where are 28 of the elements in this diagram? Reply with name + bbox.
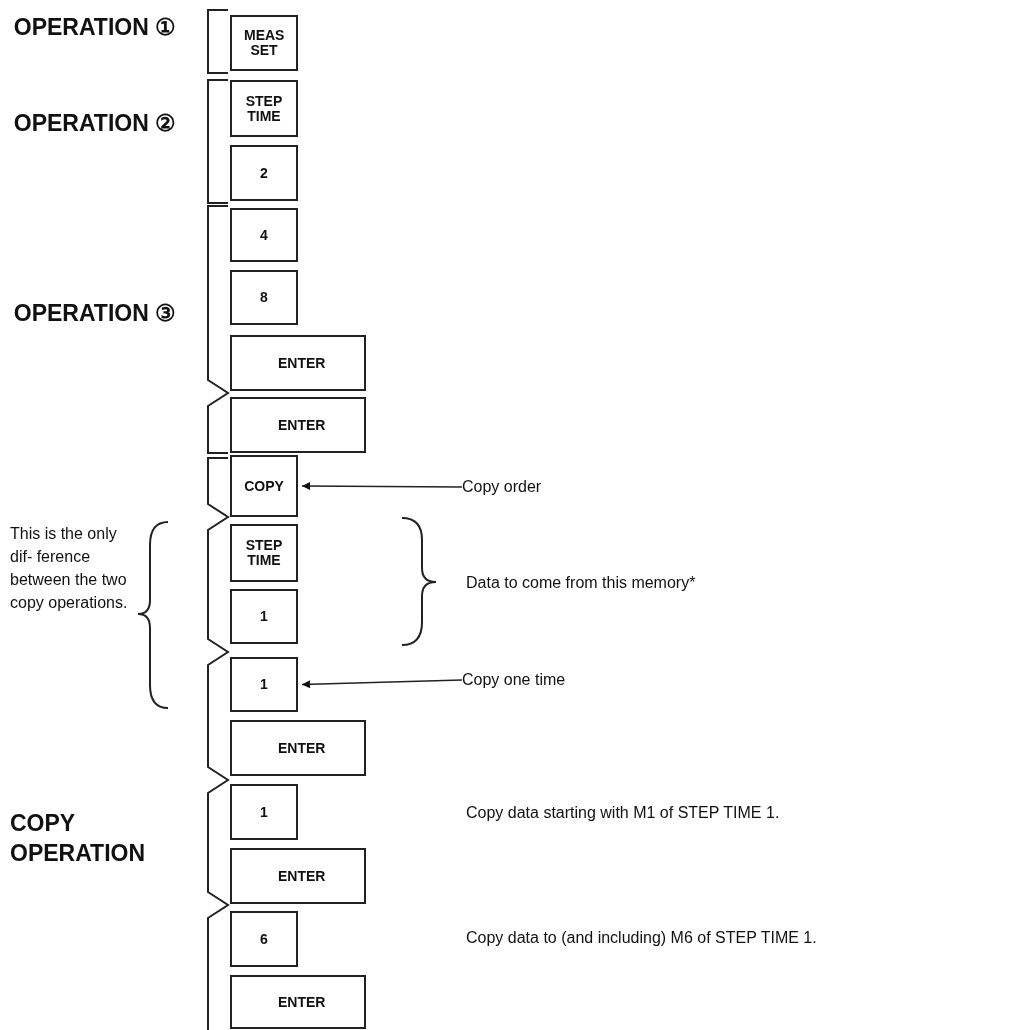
key-button: ENTER	[230, 720, 366, 776]
key-button: 4	[230, 208, 298, 262]
operation-heading: COPY OPERATION	[10, 809, 147, 868]
arrow	[301, 482, 463, 491]
key-button: 8	[230, 270, 298, 325]
key-button: 6	[230, 911, 298, 967]
key-button: ENTER	[230, 397, 366, 453]
key-button: 2	[230, 145, 298, 201]
key-button: MEAS SET	[230, 15, 298, 71]
key-button: STEP TIME	[230, 524, 298, 582]
key-button: ENTER	[230, 848, 366, 904]
note-text: This is the only dif- ference between the two copy operations.	[10, 524, 129, 613]
operation-heading: OPERATION ③	[12, 299, 178, 328]
annotation-text: Copy order	[462, 478, 542, 496]
operation-heading: OPERATION ②	[12, 109, 178, 138]
operation-heading: OPERATION ①	[12, 13, 178, 42]
arrow	[301, 679, 463, 689]
note-text: Data to come from this memory*	[466, 573, 697, 593]
key-button: 1	[230, 657, 298, 712]
key-button: ENTER	[230, 975, 366, 1029]
key-button: STEP TIME	[230, 80, 298, 137]
note-text: Copy data starting with M1 of STEP TIME 1.	[466, 803, 781, 823]
key-button: ENTER	[230, 335, 366, 391]
key-button: 1	[230, 589, 298, 644]
key-button: COPY	[230, 455, 298, 517]
key-button: 1	[230, 784, 298, 840]
annotation-text: Copy one time	[462, 671, 566, 689]
note-text: Copy data to (and including) M6 of STEP TIME 1.	[466, 928, 818, 948]
